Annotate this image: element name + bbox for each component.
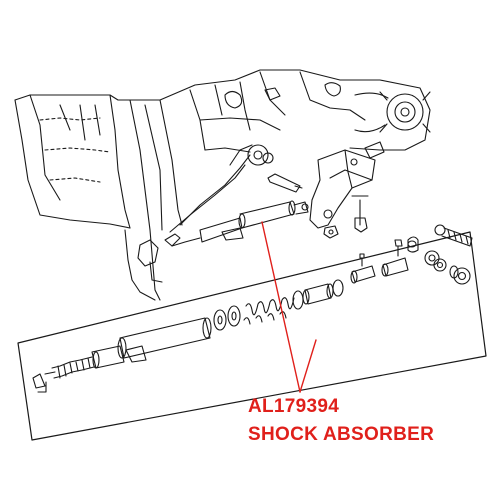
spring-and-seals [213, 279, 344, 331]
installed-shock-absorber [164, 200, 309, 247]
tractor-frame [14, 69, 431, 301]
end-fittings [350, 224, 473, 285]
part-name-label: SHOCK ABSORBER [248, 424, 435, 445]
part-number-label: AL179394 [248, 396, 340, 417]
exploded-view-frame [17, 231, 487, 441]
callout-leader-lines [261, 221, 317, 393]
mounting-bracket [267, 141, 385, 239]
shock-body [32, 317, 212, 393]
